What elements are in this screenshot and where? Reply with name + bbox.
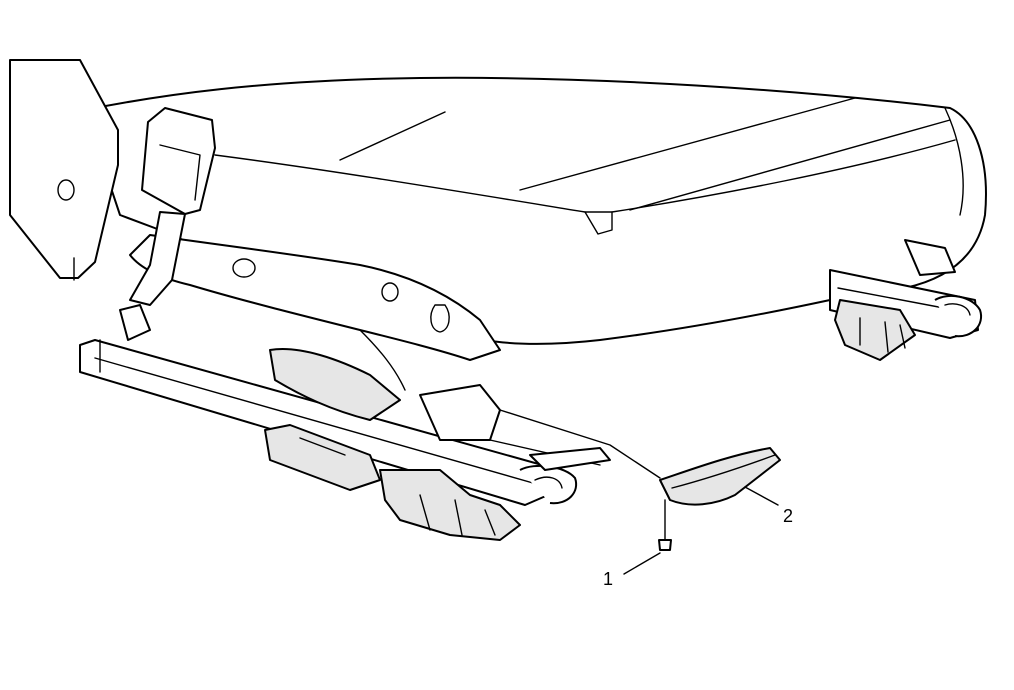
seat-frame-side — [129, 234, 501, 391]
fastener-screw-part-1 — [658, 499, 672, 551]
callout-2-leader — [744, 486, 779, 506]
callout-1-label: 1 — [603, 569, 613, 589]
track-mechanism — [264, 348, 661, 541]
seat-belt-buckle — [119, 107, 216, 341]
left-side-panel — [9, 59, 119, 281]
left-seat-track-rail — [79, 339, 578, 506]
adjuster-handle-part-2 — [659, 447, 781, 506]
callout-2-label: 2 — [783, 506, 793, 526]
callout-1-leader — [623, 552, 661, 575]
right-seat-track — [829, 239, 983, 361]
